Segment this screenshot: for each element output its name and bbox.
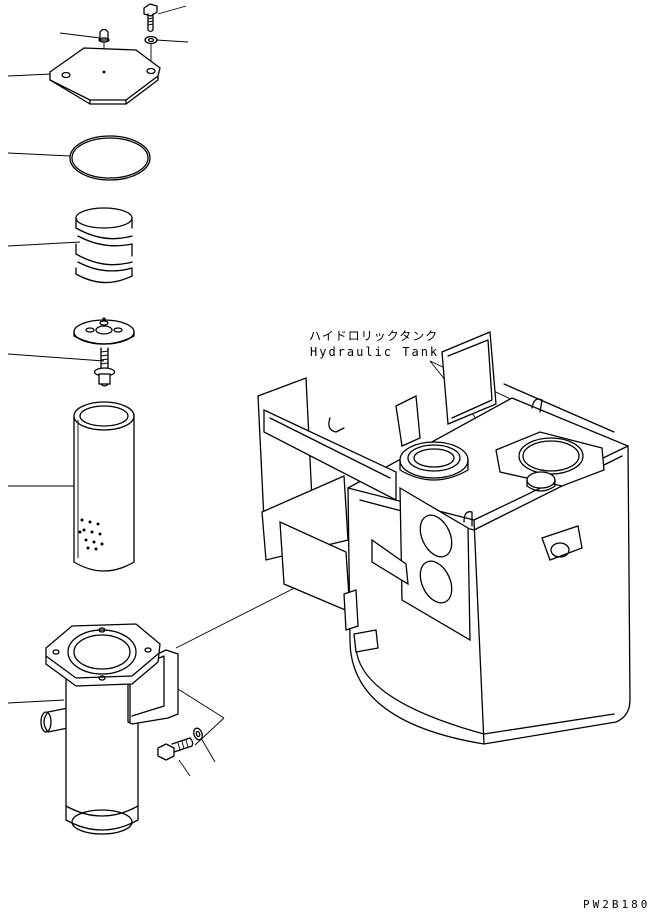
strainer-element xyxy=(73,401,135,572)
tank-title-japanese: ハイドロリックタンク xyxy=(309,329,439,343)
o-ring xyxy=(69,135,151,181)
bolt xyxy=(143,3,158,33)
washer xyxy=(193,727,203,741)
cover xyxy=(49,47,161,105)
valve xyxy=(73,317,135,387)
tank-title-english: Hydraulic Tank xyxy=(310,345,440,359)
spring xyxy=(75,207,133,284)
bolt xyxy=(157,737,194,761)
strainer-case xyxy=(40,623,179,835)
hydraulic-tank xyxy=(257,331,631,745)
drawing-code: PW2B180 xyxy=(583,898,651,911)
